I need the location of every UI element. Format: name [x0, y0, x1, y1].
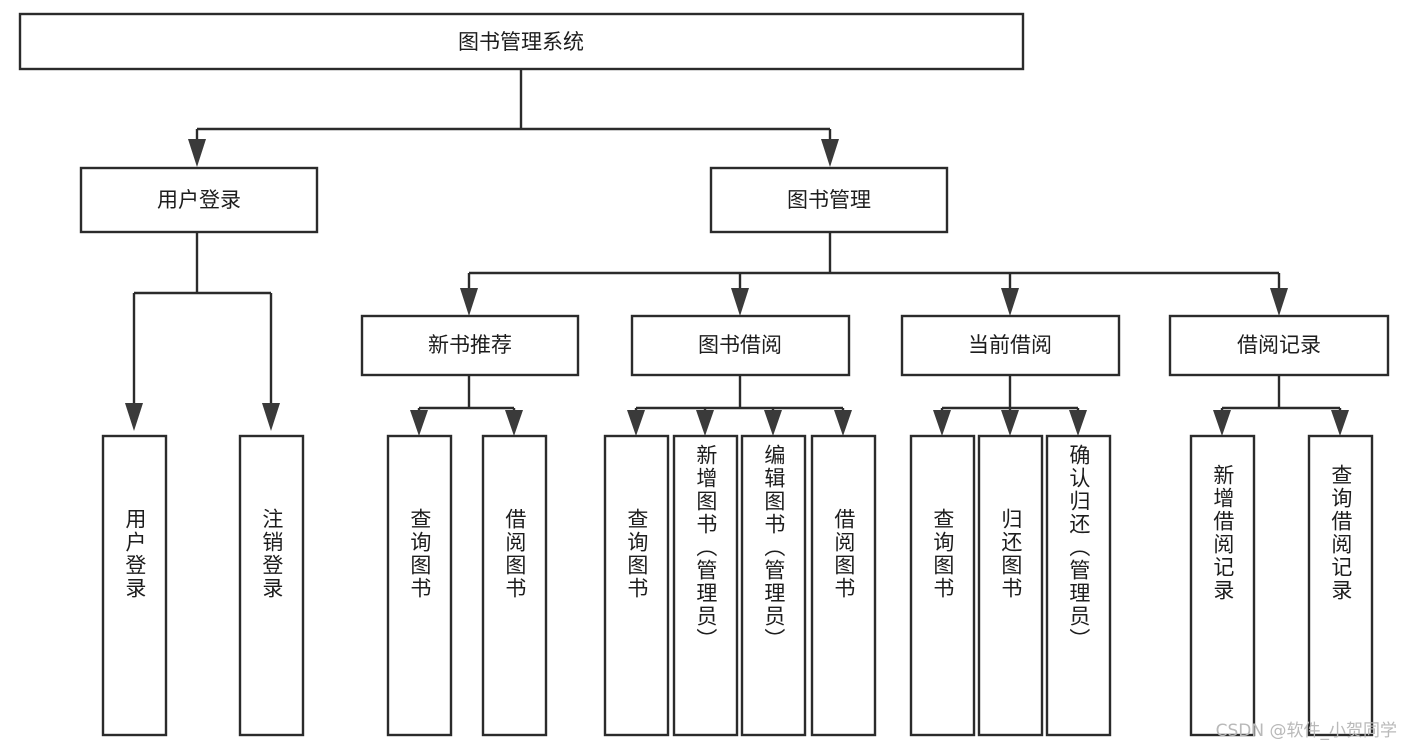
leaf-label-wrap-borrow-record-1: 新增借阅记录: [1191, 436, 1254, 735]
node-user-login-label: 用户登录: [157, 188, 241, 212]
arrow-head-icon: [834, 410, 852, 436]
node-borrow-record-label: 借阅记录: [1237, 333, 1321, 357]
node-book-borrow[interactable]: 图书借阅: [630, 314, 851, 377]
arrow-head-icon: [1331, 410, 1349, 436]
leaf-label-wrap-user-login-2: 注销登录: [240, 436, 303, 735]
leaf-label-book-borrow-1: 查询图书: [624, 508, 649, 600]
arrow-head-icon: [1213, 410, 1231, 436]
arrow-head-icon: [1270, 288, 1288, 316]
node-new-book-recommend[interactable]: 新书推荐: [360, 314, 580, 377]
leaf-label-wrap-book-borrow-3: 编辑图书（管理员）: [742, 436, 805, 735]
leaf-box-book-borrow-2[interactable]: [672, 434, 739, 737]
leaf-box-book-borrow-3[interactable]: [740, 434, 807, 737]
arrow-head-icon: [1069, 410, 1087, 436]
node-book-borrow-label: 图书借阅: [698, 333, 782, 357]
arrow-head-icon: [731, 288, 749, 316]
leaf-label-wrap-new-book-1: 查询图书: [388, 436, 451, 735]
node-borrow-record[interactable]: 借阅记录: [1168, 314, 1390, 377]
leaf-label-wrap-borrow-record-2: 查询借阅记录: [1309, 436, 1372, 735]
leaf-label-user-login-1: 用户登录: [122, 508, 147, 600]
leaf-box-user-login-2[interactable]: [238, 434, 305, 737]
connector-group-current-borrow: [933, 375, 1087, 436]
leaf-box-borrow-record-2[interactable]: [1307, 434, 1374, 737]
connector-group-book-manage: [460, 232, 1288, 316]
connector-group-book-borrow: [627, 375, 852, 436]
leaf-label-current-borrow-3: 确认归还（管理员）: [1066, 444, 1091, 651]
leaf-box-current-borrow-2[interactable]: [977, 434, 1044, 737]
node-book-manage-box[interactable]: [709, 166, 949, 234]
leaf-label-wrap-book-borrow-4: 借阅图书: [812, 436, 875, 735]
arrow-head-icon: [696, 410, 714, 436]
leaf-label-wrap-current-borrow-3: 确认归还（管理员）: [1047, 436, 1110, 735]
node-new-book-recommend-box[interactable]: [360, 314, 580, 377]
watermark-text: CSDN @软件_小贺同学: [1215, 721, 1397, 741]
leaf-label-wrap-current-borrow-2: 归还图书: [979, 436, 1042, 735]
leaf-label-wrap-current-borrow-1: 查询图书: [911, 436, 974, 735]
leaf-label-current-borrow-2: 归还图书: [998, 508, 1023, 600]
arrow-head-icon: [821, 139, 839, 167]
node-current-borrow-box[interactable]: [900, 314, 1121, 377]
node-root-box[interactable]: [18, 12, 1025, 71]
connector-group-root: [188, 69, 839, 167]
arrow-head-icon: [188, 139, 206, 167]
node-book-manage-label: 图书管理: [787, 188, 871, 212]
leaf-box-new-book-2[interactable]: [481, 434, 548, 737]
arrow-head-icon: [410, 410, 428, 436]
arrow-head-icon: [933, 410, 951, 436]
leaf-box-current-borrow-3[interactable]: [1045, 434, 1112, 737]
leaf-box-book-borrow-1[interactable]: [603, 434, 670, 737]
node-current-borrow[interactable]: 当前借阅: [900, 314, 1121, 377]
leaf-label-wrap-new-book-2: 借阅图书: [483, 436, 546, 735]
node-borrow-record-box[interactable]: [1168, 314, 1390, 377]
arrow-head-icon: [1001, 288, 1019, 316]
connector-group-new-book: [410, 375, 523, 436]
leaf-box-borrow-record-1[interactable]: [1189, 434, 1256, 737]
leaf-label-current-borrow-1: 查询图书: [930, 508, 955, 600]
arrow-head-icon: [460, 288, 478, 316]
leaf-label-borrow-record-2: 查询借阅记录: [1328, 464, 1353, 602]
leaf-box-user-login-1[interactable]: [101, 434, 168, 737]
leaf-label-user-login-2: 注销登录: [259, 508, 284, 600]
node-new-book-recommend-label: 新书推荐: [428, 333, 512, 357]
leaf-label-wrap-user-login-1: 用户登录: [103, 436, 166, 735]
node-root-label: 图书管理系统: [458, 30, 584, 54]
node-user-login-box[interactable]: [79, 166, 319, 234]
connector-group-user-login: [125, 232, 280, 431]
leaf-box-current-borrow-1[interactable]: [909, 434, 976, 737]
connector-group-borrow-record: [1213, 375, 1349, 436]
leaf-label-book-borrow-3: 编辑图书（管理员）: [761, 444, 786, 651]
node-user-login[interactable]: 用户登录: [79, 166, 319, 234]
node-book-manage[interactable]: 图书管理: [709, 166, 949, 234]
leaf-box-new-book-1[interactable]: [386, 434, 453, 737]
arrow-head-icon: [764, 410, 782, 436]
node-root-system[interactable]: 图书管理系统: [18, 12, 1025, 71]
arrow-head-icon: [505, 410, 523, 436]
leaf-label-book-borrow-4: 借阅图书: [831, 508, 856, 600]
leaf-box-book-borrow-4[interactable]: [810, 434, 877, 737]
leaf-label-borrow-record-1: 新增借阅记录: [1210, 464, 1235, 602]
node-current-borrow-label: 当前借阅: [968, 333, 1052, 357]
arrow-head-icon: [1001, 410, 1019, 436]
leaf-label-new-book-2: 借阅图书: [502, 508, 527, 600]
node-book-borrow-box[interactable]: [630, 314, 851, 377]
arrow-head-icon: [627, 410, 645, 436]
leaf-label-new-book-1: 查询图书: [407, 508, 432, 600]
leaf-label-book-borrow-2: 新增图书（管理员）: [693, 444, 718, 651]
leaf-label-wrap-book-borrow-2: 新增图书（管理员）: [674, 436, 737, 735]
leaf-label-wrap-book-borrow-1: 查询图书: [605, 436, 668, 735]
arrow-head-icon: [262, 403, 280, 431]
arrow-head-icon: [125, 403, 143, 431]
